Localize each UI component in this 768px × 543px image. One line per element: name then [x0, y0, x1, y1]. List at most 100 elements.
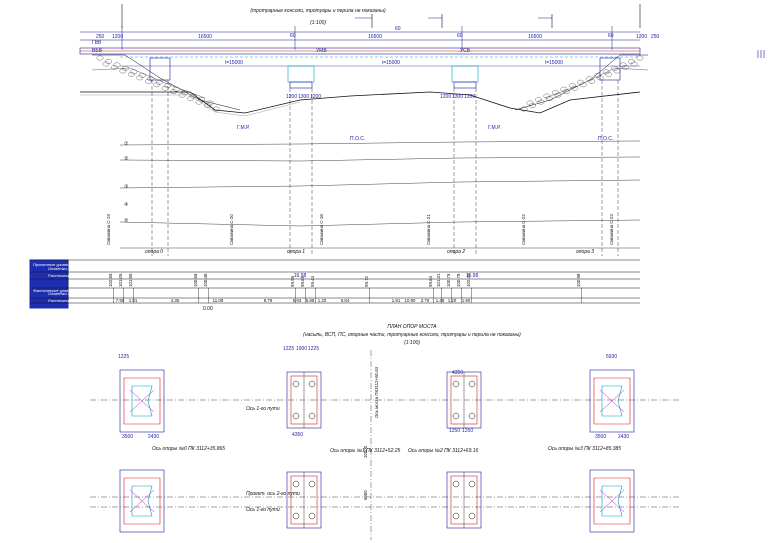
plan-abutment	[119, 469, 165, 533]
elevation-cell: 102.55	[108, 273, 113, 287]
elevation-cell: 100.98	[576, 273, 581, 287]
well-1: Скважина С-19	[106, 214, 111, 245]
plan-dim-5930-l: 1225	[118, 354, 129, 360]
riprap-stone	[571, 85, 579, 91]
axis-pier-2: Ось опоры №2 ПК 3112+69.16	[408, 448, 479, 454]
riprap-stone	[554, 92, 562, 98]
riprap-stone	[579, 82, 587, 88]
riprap-stone	[622, 65, 629, 70]
riprap-stone	[535, 97, 542, 102]
axis-pier-3: Ось опоры №3 ПК 3112+85.385	[548, 446, 621, 452]
riprap-stone	[596, 75, 604, 81]
layer-4: ④	[124, 202, 129, 208]
vdim-5000: 5000	[363, 490, 368, 500]
plan-dim-4350-a: 4350	[292, 432, 303, 438]
riprap-stone	[138, 72, 146, 78]
design-length-2: 16.98	[466, 273, 479, 279]
plan-dim-2430-l: 2430	[148, 434, 159, 440]
distance-cell: 1.01	[129, 298, 138, 303]
riprap-stone	[96, 55, 104, 61]
riprap-stone	[164, 83, 172, 89]
sheet-mark	[757, 50, 765, 58]
riprap-stone	[147, 76, 155, 82]
elevation-cell: 99.84	[428, 275, 433, 287]
riprap-stone	[113, 62, 121, 68]
deck	[79, 47, 641, 67]
row-label-actual-elev: Отметки земли, м	[48, 291, 84, 296]
dim-left-1200: 1200	[112, 34, 123, 40]
riprap-stone	[585, 76, 593, 82]
piles	[151, 80, 619, 256]
top-dimensions	[80, 17, 640, 50]
plan-pier	[446, 371, 482, 429]
elevation-cell: 99.44	[310, 275, 315, 287]
embankment-right	[514, 54, 649, 111]
riprap-stone	[545, 96, 553, 102]
distance-cell: 5.84	[341, 298, 350, 303]
span-1: 16500	[198, 34, 212, 40]
riprap-stone	[560, 86, 568, 92]
riprap-stone	[619, 62, 627, 68]
plan-header: ПЛАН ОПОР МОСТА (насыпь, ВСП, ПС, опорны…	[303, 324, 521, 346]
riprap-stone	[577, 79, 585, 85]
level-gvv: ГВВ	[92, 40, 102, 46]
plan-title: ПЛАН ОПОР МОСТА	[387, 324, 437, 330]
layer-numbers: ① ② ③ ④ ⑤	[124, 141, 129, 224]
dim-right-250: 250	[651, 34, 660, 40]
plan-pier	[286, 471, 322, 529]
riprap-stone	[613, 68, 621, 74]
plan-dim-3500-r: 3500	[595, 434, 606, 440]
riprap-stone	[630, 61, 638, 67]
plan-dim-5930-r: 5930	[606, 354, 617, 360]
riprap-stone	[155, 79, 163, 85]
support-0: опора 0	[145, 249, 163, 255]
row-group-design: Проектные уровни	[33, 262, 70, 267]
level-pos-a: П.О.С.	[350, 136, 365, 142]
riprap-stone	[636, 55, 644, 61]
riprap-stone	[212, 106, 220, 112]
riprap-stone	[611, 65, 619, 71]
elevation-cell: 101.05	[118, 273, 123, 287]
elevation-cell: 99.81	[300, 275, 305, 287]
elevation-cell: 101.31	[436, 273, 441, 287]
plan-dim-3500-l: 3500	[122, 434, 133, 440]
riprap-right	[520, 55, 644, 112]
riprap-stone	[127, 71, 135, 77]
drawing-header: (тротуарные консоли, тротуары и перила н…	[250, 8, 386, 26]
pier-dim-4: 1200	[440, 94, 451, 100]
distance-cell: 9.79	[264, 298, 273, 303]
elevation-cell: 101.55	[128, 273, 133, 287]
top-dimension-texts: 16500 16500 16500 250 1200 60 60 60 60 2…	[96, 26, 660, 40]
layer-3: ③	[124, 184, 129, 190]
distance-cell: 2.76	[421, 298, 430, 303]
track-1-top: Ось 1-го пути	[246, 406, 280, 412]
plan-texts: 1225 1225 1900 1225 4350 4350 3500 2430 …	[118, 346, 629, 513]
elevation-cell: 100.75	[446, 273, 451, 287]
elevation-cell: 100.78	[456, 273, 461, 287]
embankment-left	[91, 54, 241, 111]
support-3: опора 3	[576, 249, 594, 255]
riprap-stone	[198, 97, 205, 102]
well-2: Скважина С-20	[229, 214, 234, 245]
riprap-stone	[594, 72, 602, 78]
elevation-cell: 99.72	[364, 275, 369, 287]
level-usv: УСВ	[460, 48, 471, 54]
dim-left-250: 250	[96, 34, 105, 40]
layer-2: ②	[124, 156, 129, 162]
distance-cell: 1.49	[436, 298, 445, 303]
plan-dim-1250-b: 1250	[462, 428, 473, 434]
riprap-stone	[605, 71, 613, 77]
distance-cell: 1.20	[318, 298, 327, 303]
elevation-cell: 100.58	[193, 273, 198, 287]
plan-abutment	[119, 369, 165, 433]
pier-dim-3: 1200	[310, 94, 321, 100]
distance-cell: 5.93	[293, 298, 302, 303]
well-4: Скважина С-21	[426, 214, 431, 245]
vdim-10000: 10000	[363, 445, 368, 458]
level-markers: ГВВ ВБВ УМВ УСВ Г.М.Р. П.О.С. Г.М.Р. П.О…	[92, 40, 613, 142]
span-2: 16500	[368, 34, 382, 40]
riprap-stone	[102, 61, 110, 67]
riprap-stone	[526, 100, 534, 106]
riprap-stone	[144, 78, 152, 84]
